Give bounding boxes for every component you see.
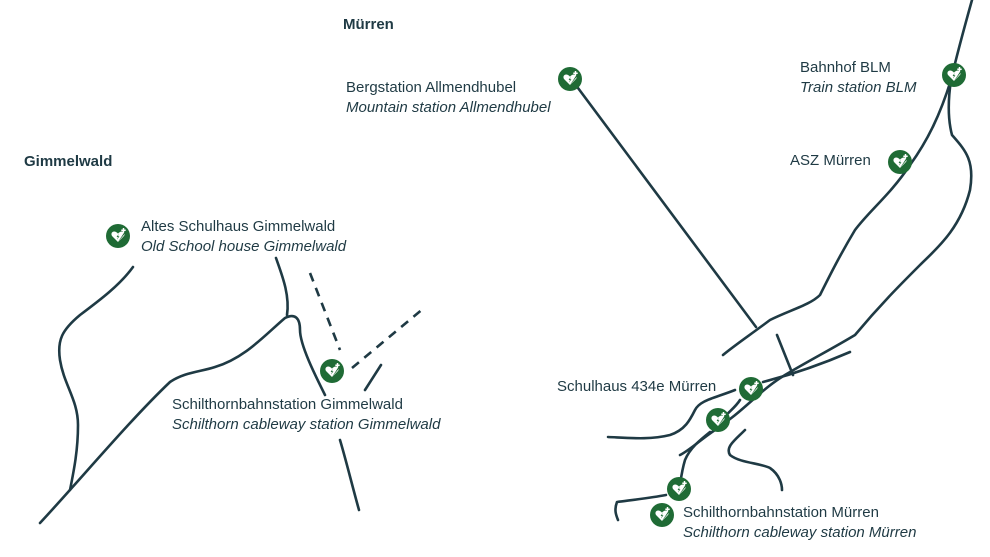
location-label-asz-muerren: ASZ Mürren xyxy=(790,151,871,171)
aed-marker-altes-schulhaus-gimmelwald[interactable] xyxy=(106,224,130,248)
road-gimmelwald-upper xyxy=(274,256,289,317)
aed-marker-schilthornbahnstation-muerren[interactable] xyxy=(650,503,674,527)
location-name: Bahnhof BLM xyxy=(800,59,891,76)
aed-defibrillator-icon xyxy=(655,507,670,521)
road-gimmelwald-main xyxy=(38,314,327,525)
location-name-en: Old School house Gimmelwald xyxy=(141,238,347,255)
aed-defibrillator-icon xyxy=(744,381,759,395)
aed-defibrillator-icon xyxy=(672,481,687,495)
village-heading-gimmelwald: Gimmelwald xyxy=(24,153,113,170)
road-gimmelwald-east-stub xyxy=(363,363,383,392)
aed-marker-bergstation-allmendhubel[interactable] xyxy=(558,67,582,91)
location-name: Schilthornbahnstation Gimmelwald xyxy=(172,396,403,413)
cableway-gimmelwald-east xyxy=(351,307,425,369)
aed-defibrillator-icon xyxy=(111,228,126,242)
road-muerren-south-b xyxy=(614,493,668,522)
road-gimmelwald-west xyxy=(57,265,135,492)
road-muerren-loop xyxy=(727,428,784,492)
road-muerren-east xyxy=(678,78,973,457)
aed-defibrillator-icon xyxy=(893,154,908,168)
location-label-bahnhof-blm: Bahnhof BLM Train station BLM xyxy=(800,58,916,98)
aed-marker-bahnhof-blm[interactable] xyxy=(942,63,966,87)
aed-marker-unlabeled-1[interactable] xyxy=(706,408,730,432)
cableway-allmendhubel xyxy=(576,86,758,329)
location-name: Schulhaus 434e Mürren xyxy=(557,378,717,395)
village-heading-muerren: Mürren xyxy=(343,16,394,33)
aed-defibrillator-icon xyxy=(947,67,962,81)
cableway-gimmelwald-north xyxy=(308,272,342,351)
road-muerren-west xyxy=(606,388,737,440)
aed-marker-schilthornbahnstation-gimmelwald[interactable] xyxy=(320,359,344,383)
location-label-bergstation-allmendhubel: Bergstation Allmendhubel Mountain statio… xyxy=(346,78,551,118)
location-name-en: Mountain station Allmendhubel xyxy=(346,99,551,116)
location-name-en: Schilthorn cableway station Gimmelwald xyxy=(172,416,441,433)
location-name: Schilthornbahnstation Mürren xyxy=(683,504,879,521)
aed-defibrillator-icon xyxy=(563,71,578,85)
location-name-en: Train station BLM xyxy=(800,79,917,96)
location-label-schilthornbahnstation-muerren: Schilthornbahnstation Mürren Schilthorn … xyxy=(683,503,916,543)
location-name: Altes Schulhaus Gimmelwald xyxy=(141,218,336,235)
location-name: Bergstation Allmendhubel xyxy=(346,79,517,96)
location-label-altes-schulhaus-gimmelwald: Altes Schulhaus Gimmelwald Old School ho… xyxy=(141,217,346,257)
aed-marker-unlabeled-2[interactable] xyxy=(667,477,691,501)
aed-marker-schulhaus-434e-muerren[interactable] xyxy=(739,377,763,401)
location-name-en: Schilthorn cableway station Mürren xyxy=(683,524,917,541)
location-label-schulhaus-434e-muerren: Schulhaus 434e Mürren xyxy=(557,377,716,397)
location-label-schilthornbahnstation-gimmelwald: Schilthornbahnstation Gimmelwald Schilth… xyxy=(172,395,440,435)
road-muerren-main xyxy=(721,0,974,357)
road-gimmelwald-south xyxy=(338,438,361,512)
aed-defibrillator-icon xyxy=(711,412,726,426)
road-muerren-schulhaus xyxy=(761,350,852,384)
aed-defibrillator-icon xyxy=(325,363,340,377)
road-muerren-cross xyxy=(775,333,795,377)
aed-marker-asz-muerren[interactable] xyxy=(888,150,912,174)
location-name: ASZ Mürren xyxy=(790,152,871,169)
